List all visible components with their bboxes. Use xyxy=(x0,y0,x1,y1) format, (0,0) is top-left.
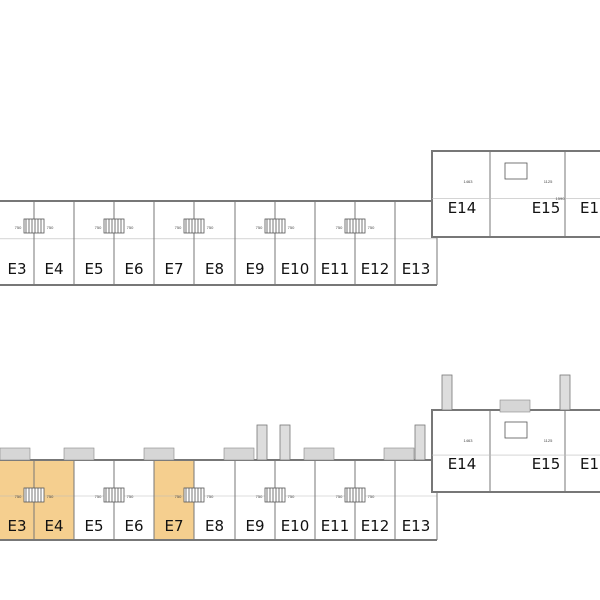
dimension-label: 750 xyxy=(336,225,343,230)
unit-label-e9: E9 xyxy=(245,517,264,535)
balcony xyxy=(143,447,175,461)
dimension-label: 750 xyxy=(127,225,134,230)
dimension-label: 750 xyxy=(175,225,182,230)
balcony xyxy=(63,447,95,461)
dimension-label: 750 xyxy=(15,225,22,230)
unit-label-e4: E4 xyxy=(44,260,63,278)
balcony xyxy=(223,447,255,461)
unit-label-e3: E3 xyxy=(7,260,26,278)
chimney xyxy=(559,374,571,411)
balcony xyxy=(383,447,415,461)
dimension-label: 750 xyxy=(15,494,22,499)
dimension-label: 750 xyxy=(127,494,134,499)
unit-label-e8: E8 xyxy=(205,517,224,535)
dimension-label: 750 xyxy=(368,225,375,230)
unit-label-e6: E6 xyxy=(124,260,143,278)
dimension-label: 750 xyxy=(288,225,295,230)
stair-icon xyxy=(504,421,528,439)
dimension-label: 1125 xyxy=(544,438,553,443)
unit-label-e10: E10 xyxy=(281,260,310,278)
unit-label-e16-partial: E1 xyxy=(580,199,599,217)
dimension-label: 750 xyxy=(47,225,54,230)
unit-label-e14: E14 xyxy=(448,199,477,217)
dimension-label: 1463 xyxy=(464,179,474,184)
unit-label-e7: E7 xyxy=(164,260,183,278)
unit-label-e3: E3 xyxy=(7,517,26,535)
dimension-label: 750 xyxy=(175,494,182,499)
balcony xyxy=(499,399,531,413)
chimney xyxy=(279,424,291,461)
balcony xyxy=(303,447,335,461)
dimension-label: 1590 xyxy=(556,196,566,201)
dimension-label: 1463 xyxy=(464,438,474,443)
balcony xyxy=(0,447,31,461)
unit-label-e7: E7 xyxy=(164,517,183,535)
unit-label-e11: E11 xyxy=(321,260,350,278)
unit-label-e5: E5 xyxy=(84,517,103,535)
unit-label-e16-partial: E1 xyxy=(580,455,599,473)
dimension-label: 750 xyxy=(95,225,102,230)
chimney xyxy=(441,374,453,411)
dimension-label: 750 xyxy=(95,494,102,499)
unit-label-e12: E12 xyxy=(361,517,390,535)
unit-label-e5: E5 xyxy=(84,260,103,278)
chimney xyxy=(256,424,268,461)
unit-label-e11: E11 xyxy=(321,517,350,535)
unit-label-e14: E14 xyxy=(448,455,477,473)
unit-label-e15: E15 xyxy=(532,199,561,217)
dimension-label: 750 xyxy=(256,225,263,230)
unit-label-e12: E12 xyxy=(361,260,390,278)
dimension-label: 750 xyxy=(256,494,263,499)
dimension-label: 750 xyxy=(207,494,214,499)
unit-label-e4: E4 xyxy=(44,517,63,535)
unit-label-e13: E13 xyxy=(402,260,431,278)
dimension-label: 1125 xyxy=(544,179,553,184)
dimension-label: 750 xyxy=(207,225,214,230)
dimension-label: 750 xyxy=(288,494,295,499)
chimney xyxy=(414,424,426,461)
unit-label-e15: E15 xyxy=(532,455,561,473)
unit-label-e9: E9 xyxy=(245,260,264,278)
unit-label-e8: E8 xyxy=(205,260,224,278)
unit-label-e10: E10 xyxy=(281,517,310,535)
unit-label-e6: E6 xyxy=(124,517,143,535)
unit-label-e13: E13 xyxy=(402,517,431,535)
dimension-label: 750 xyxy=(47,494,54,499)
stair-icon xyxy=(504,162,528,180)
dimension-label: 750 xyxy=(368,494,375,499)
dimension-label: 750 xyxy=(336,494,343,499)
